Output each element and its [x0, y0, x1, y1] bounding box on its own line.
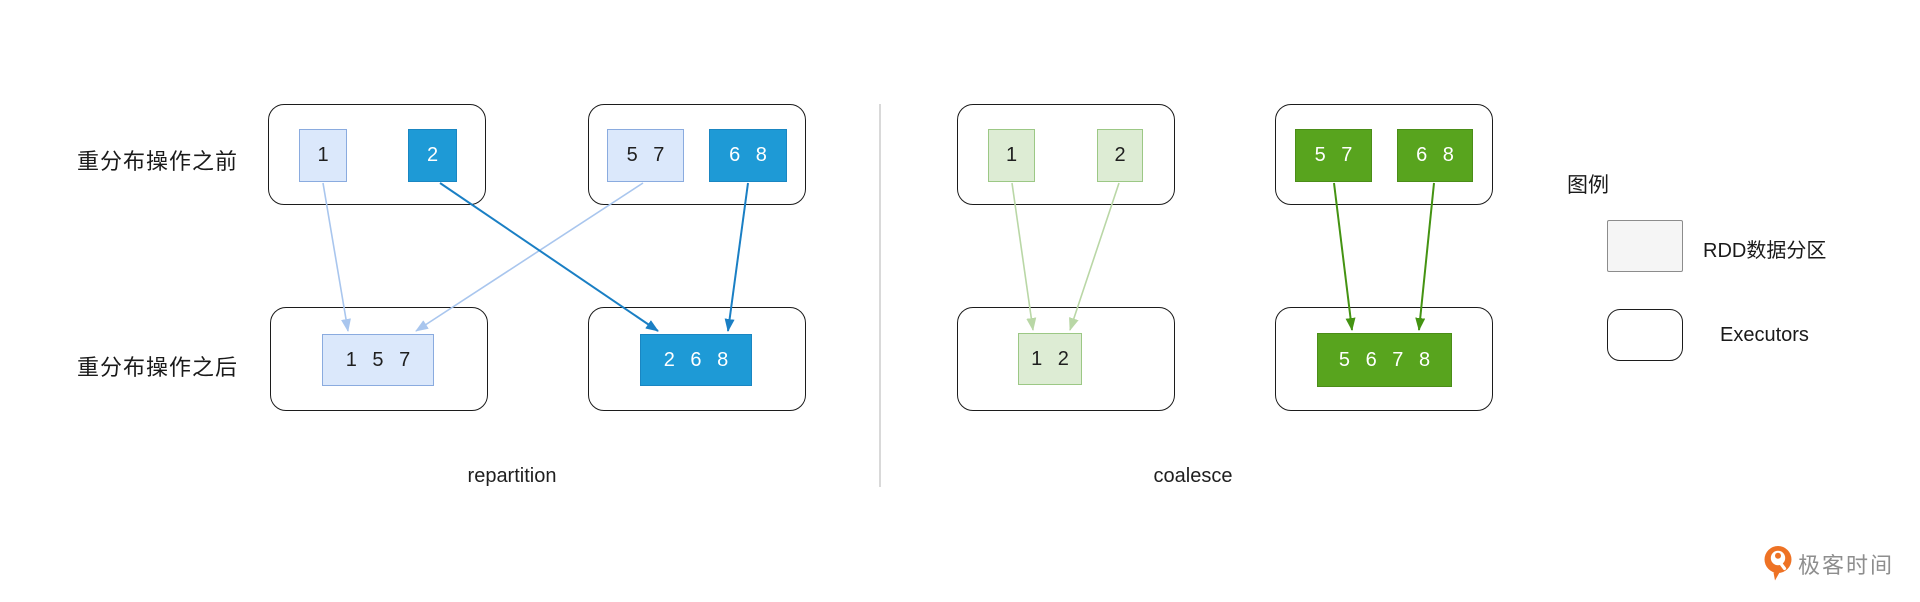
partition-co-src-57: 5 7: [1295, 129, 1372, 182]
section-divider: [879, 104, 881, 487]
partition-rp-dst-157: 1 5 7: [322, 334, 434, 386]
geektime-logo: 极客时间: [1763, 545, 1894, 583]
row-label-after: 重分布操作之后: [77, 355, 239, 380]
partition-co-src-68: 6 8: [1397, 129, 1473, 182]
legend-partition-label: RDD数据分区: [1703, 240, 1827, 262]
geektime-logo-icon: [1764, 546, 1792, 581]
partition-rp-src-57: 5 7: [607, 129, 684, 182]
caption-repartition: repartition: [467, 465, 557, 487]
legend-executor-swatch: [1607, 309, 1683, 361]
executor-coalesce-after-2: [1275, 307, 1493, 411]
legend-title: 图例: [1567, 174, 1609, 197]
legend-partition-swatch: [1607, 220, 1683, 272]
legend-executor-label: Executors: [1720, 324, 1809, 346]
geektime-logo-text: 极客时间: [1798, 553, 1895, 578]
row-label-before: 重分布操作之前: [77, 149, 239, 174]
partition-co-dst-12: 1 2: [1018, 333, 1082, 385]
partition-co-src-2: 2: [1097, 129, 1143, 182]
partition-rp-dst-268: 2 6 8: [640, 334, 752, 386]
partition-co-src-1: 1: [988, 129, 1035, 182]
caption-coalesce: coalesce: [1153, 465, 1233, 487]
partition-co-dst-5678: 5 6 7 8: [1317, 333, 1452, 387]
partition-rp-src-68: 6 8: [709, 129, 787, 182]
partition-rp-src-1: 1: [299, 129, 347, 182]
partition-rp-src-2: 2: [408, 129, 457, 182]
